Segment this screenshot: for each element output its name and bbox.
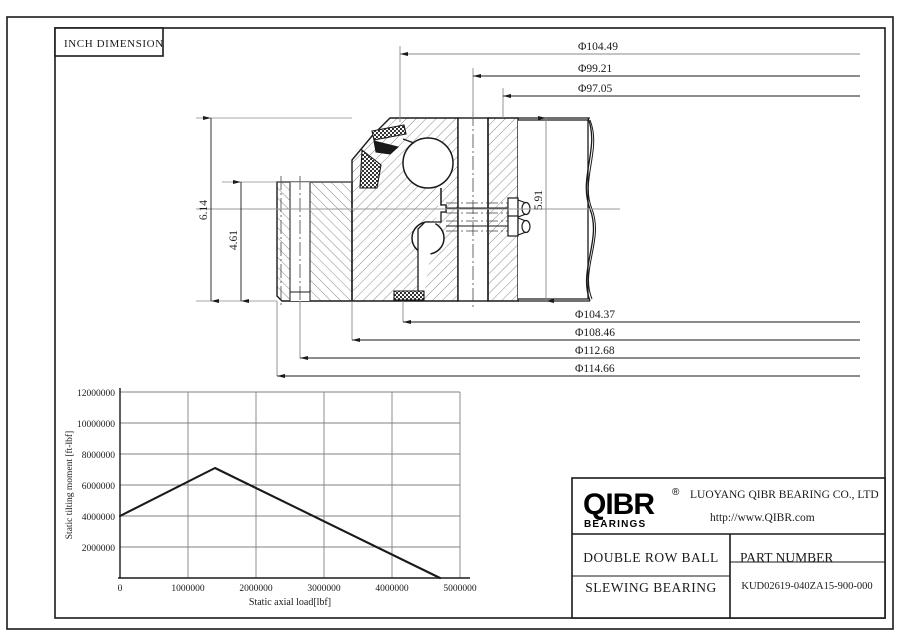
company-website: http://www.QIBR.com — [710, 512, 815, 524]
dim-label-97-05: Φ97.05 — [578, 83, 613, 95]
dim-label-114-66: Φ114.66 — [575, 363, 615, 375]
chart-ytick-12000000: 12000000 — [77, 389, 115, 399]
dim-label-5-91: 5.91 — [533, 190, 545, 210]
chart-ytick-2000000: 2000000 — [82, 544, 116, 554]
chart-ytick-10000000: 10000000 — [77, 420, 115, 430]
chart-grid-horizontal — [120, 391, 460, 548]
chart-xtick-4000000: 4000000 — [375, 584, 409, 594]
product-name-line1: DOUBLE ROW BALL — [583, 550, 719, 565]
chart-xtick-5000000: 5000000 — [443, 584, 477, 594]
vertical-dimension-group: 6.14 4.61 5.91 — [196, 116, 555, 303]
chart-xtick-3000000: 3000000 — [307, 584, 341, 594]
top-dimension-group: Φ104.49 Φ99.21 Φ97.05 — [399, 41, 860, 122]
dim-label-99-21: Φ99.21 — [578, 63, 613, 75]
grease-fitting-upper — [446, 197, 531, 219]
chart-ylabel: Static tilting moment [ft-lbf] — [64, 431, 75, 539]
sheet-outer-border — [6, 16, 894, 630]
dim-label-4-61: 4.61 — [228, 230, 240, 250]
seal-lower — [393, 290, 425, 301]
inch-dimension-label: INCH DIMENSION — [64, 38, 164, 50]
chart-ytick-6000000: 6000000 — [82, 482, 116, 492]
chart-series-line — [118, 466, 442, 580]
part-number-value: KUD02619-040ZA15-900-000 — [741, 581, 872, 592]
sheet-inner-border — [54, 27, 886, 619]
brand-registered-mark: ® — [672, 487, 680, 498]
chart-ytick-4000000: 4000000 — [82, 513, 116, 523]
brand-logo-subtext: BEARINGS — [584, 519, 646, 530]
bottom-dimension-group: Φ104.37 Φ108.46 Φ112.68 Φ114.66 — [276, 301, 860, 378]
dim-label-104-49: Φ104.49 — [578, 41, 618, 53]
grease-fitting-lower — [446, 215, 531, 237]
inner-ring-section — [276, 176, 353, 307]
seal-upper — [359, 124, 407, 189]
inch-dimension-box — [54, 27, 164, 57]
load-chart: 12000000 10000000 8000000 6000000 400000… — [64, 388, 477, 608]
part-number-label: PART NUMBER — [740, 550, 833, 565]
title-block: QIBR ® BEARINGS LUOYANG QIBR BEARING CO.… — [571, 477, 886, 619]
product-name-line2: SLEWING BEARING — [585, 580, 717, 595]
dim-label-112-68: Φ112.68 — [575, 345, 615, 357]
chart-xtick-2000000: 2000000 — [239, 584, 273, 594]
chart-grid-vertical — [187, 392, 461, 578]
chart-xlabel: Static axial load[lbf] — [249, 597, 331, 608]
company-name: LUOYANG QIBR BEARING CO., LTD — [690, 489, 879, 501]
raceway-assembly — [402, 137, 454, 302]
chart-xtick-1000000: 1000000 — [171, 584, 205, 594]
dim-label-108-46: Φ108.46 — [575, 327, 615, 339]
dim-label-6-14: 6.14 — [198, 200, 210, 220]
upper-ball — [402, 137, 454, 189]
brand-logo-text: QIBR — [583, 488, 655, 521]
chart-xtick-0: 0 — [118, 584, 123, 594]
chart-ytick-8000000: 8000000 — [82, 451, 116, 461]
dim-label-104-37: Φ104.37 — [575, 309, 615, 321]
